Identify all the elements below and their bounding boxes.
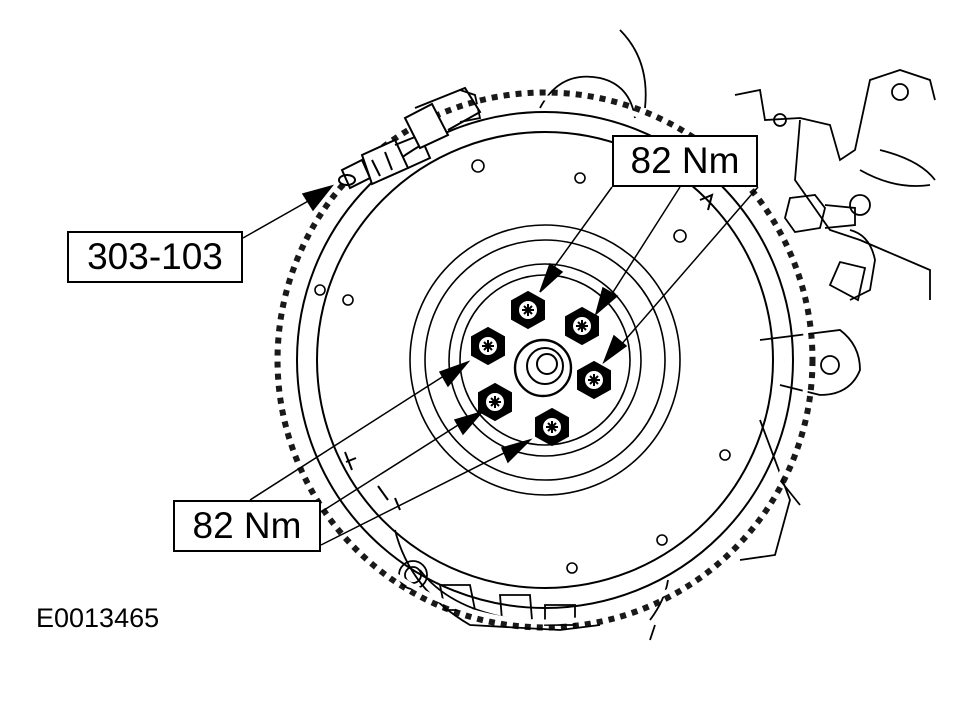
figure-id: E0013465 xyxy=(36,603,160,633)
torque-spec-callout-bottom: 82 Nm xyxy=(173,500,321,552)
crankshaft-hub xyxy=(513,338,573,398)
special-tool-303-103 xyxy=(338,86,482,190)
top-torque-leader xyxy=(539,186,759,365)
torx-bolt-icon xyxy=(471,326,505,366)
flywheel-ring-gear xyxy=(274,89,816,631)
torx-bolt-icon xyxy=(577,360,611,400)
torx-bolt-icon xyxy=(535,407,569,447)
torque-spec-callout-top: 82 Nm xyxy=(612,135,758,187)
tool-number-callout: 303-103 xyxy=(67,231,243,283)
torx-bolt-icon xyxy=(565,306,599,346)
tool-leader xyxy=(242,184,335,239)
bottom-torque-leader xyxy=(249,360,533,546)
torx-bolt-icon xyxy=(511,290,545,330)
flywheel-bolts xyxy=(471,290,611,447)
flywheel-face xyxy=(314,159,731,574)
torx-bolt-icon xyxy=(478,382,512,422)
